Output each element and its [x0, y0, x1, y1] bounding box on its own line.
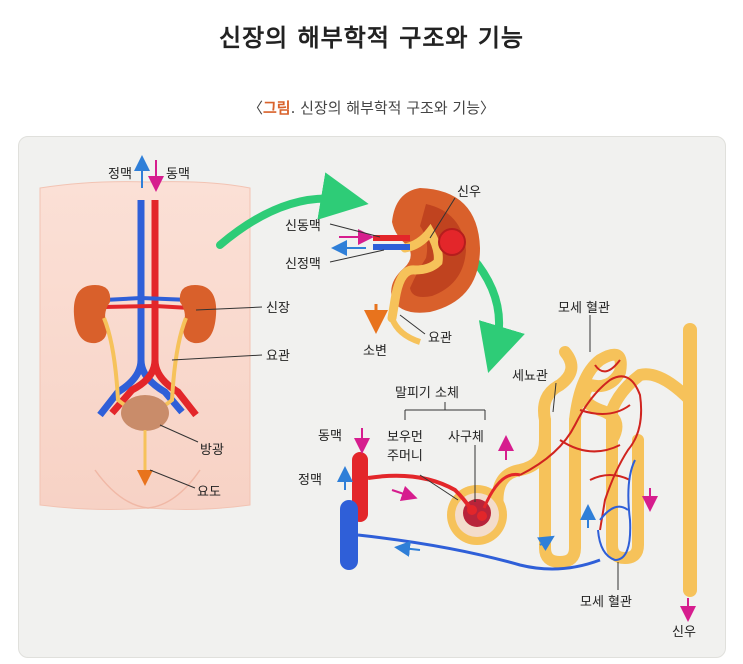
label-capillary-bottom: 모세 혈관	[580, 595, 632, 610]
label-urine: 소변	[363, 344, 387, 359]
label-renal-artery: 신동맥	[285, 219, 321, 234]
flow-arrow-1	[391, 485, 418, 502]
bladder-leader	[159, 424, 199, 443]
label-bowman-2: 주머니	[387, 449, 423, 464]
flow-arrow-4	[536, 535, 555, 552]
label-artery-top: 동맥	[166, 167, 190, 182]
nephron	[340, 323, 697, 597]
tubule-leader	[552, 382, 557, 413]
label-ureter: 요관	[266, 349, 290, 364]
label-urethra: 요도	[197, 485, 221, 500]
kidney-cross-section	[373, 188, 480, 345]
label-vein-top: 정맥	[108, 167, 132, 182]
caption-open: 〈	[247, 99, 263, 117]
label-renal-pelvis-bottom: 신우	[672, 625, 696, 640]
caption-figure-word: 그림	[262, 99, 291, 117]
urethra-leader	[149, 469, 196, 489]
renal-artery-leader	[329, 223, 381, 238]
bladder	[121, 395, 169, 486]
kidney-left	[73, 285, 111, 344]
flow-arrow-2	[394, 540, 421, 557]
label-capillary-top: 모세 혈관	[558, 301, 610, 316]
label-bladder: 방광	[200, 443, 224, 458]
ureter2-leader	[399, 314, 426, 335]
figure-caption: 〈그림. 신장의 해부학적 구조와 기능〉	[0, 97, 743, 118]
label-renal-pelvis: 신우	[457, 185, 481, 200]
torso	[39, 181, 251, 510]
page-title: 신장의 해부학적 구조와 기능	[218, 24, 525, 52]
label-tubule: 세뇨관	[512, 369, 548, 384]
label-vein-left: 정맥	[298, 473, 322, 488]
renal-vein-leader	[329, 249, 385, 263]
aorta-vena-cava	[97, 200, 199, 418]
corpuscle-bracket	[404, 402, 486, 420]
label-glomerulus: 사구체	[448, 430, 484, 445]
caption-close: 〉	[480, 99, 496, 117]
label-renal-vein: 신정맥	[285, 257, 321, 272]
zoom-arrow-1	[216, 172, 369, 249]
label-bowman-1: 보우먼	[387, 430, 423, 445]
label-renal-corpuscle: 말피기 소체	[395, 386, 459, 401]
ureter-leader	[171, 354, 263, 361]
pelvis-leader	[429, 197, 456, 239]
label-artery-left: 동맥	[318, 429, 342, 444]
kidney-leader	[195, 306, 263, 311]
label-ureter2: 요관	[428, 331, 452, 346]
label-kidney: 신장	[266, 301, 290, 316]
bowman-leader	[419, 474, 459, 501]
caption-text: . 신장의 해부학적 구조와 기능	[290, 99, 481, 117]
kidney-right	[179, 285, 217, 344]
